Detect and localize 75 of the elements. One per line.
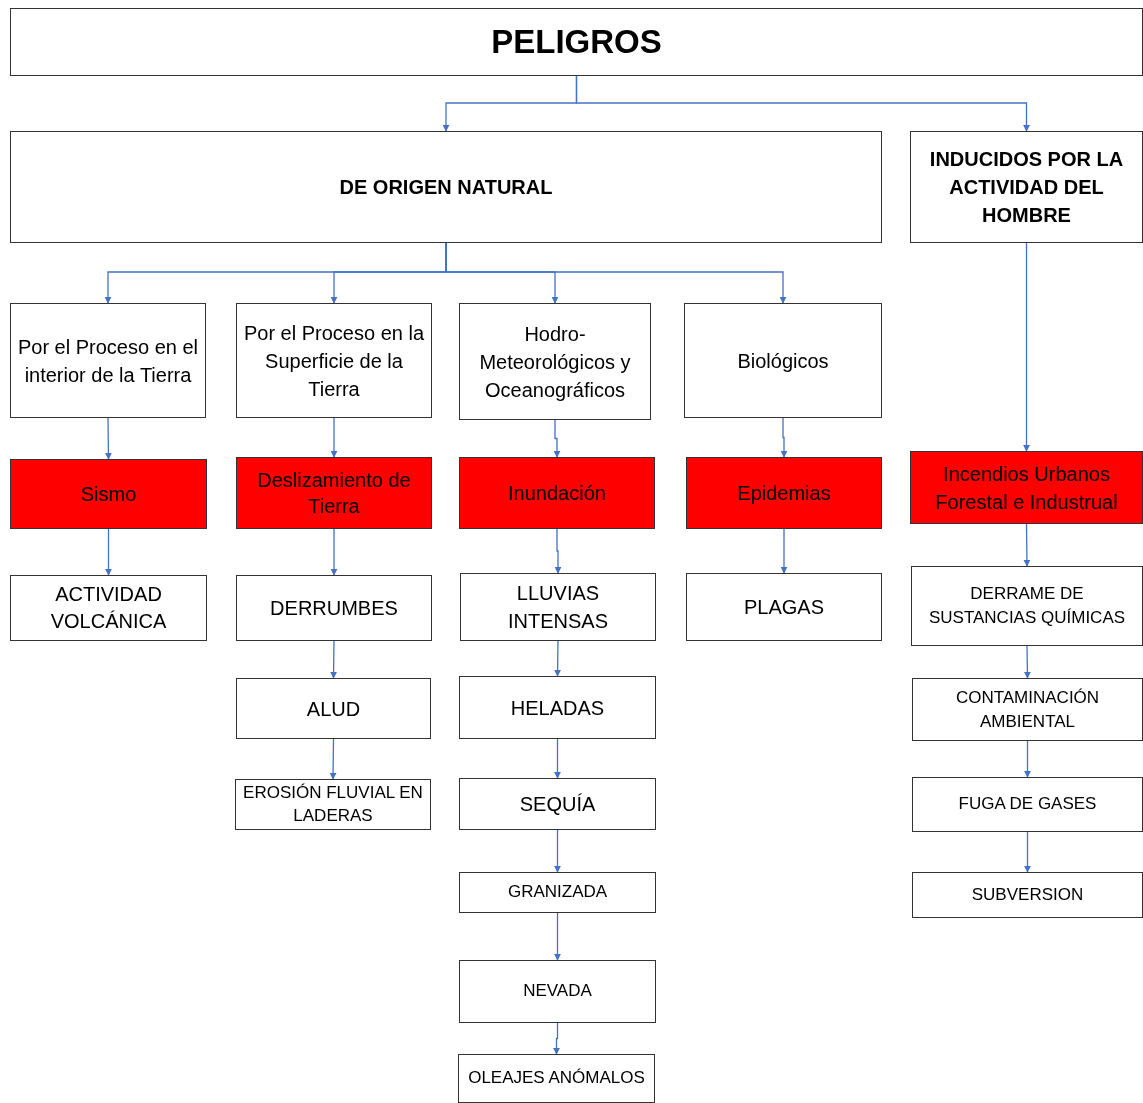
arrow bbox=[330, 417, 338, 458]
arrow bbox=[1023, 523, 1031, 567]
highlighted-box bbox=[910, 451, 1143, 524]
box-label: HELADAS bbox=[510, 695, 605, 721]
box-label: LLUVIAS INTENSAS bbox=[507, 581, 609, 634]
process-box bbox=[912, 678, 1143, 741]
box-label: ACTIVIDAD VOLCÁNICA bbox=[49, 582, 168, 634]
arrow bbox=[1024, 740, 1031, 778]
arrow bbox=[1024, 831, 1031, 873]
process-box bbox=[459, 960, 656, 1023]
process-box bbox=[458, 1054, 655, 1103]
process-box bbox=[686, 573, 882, 641]
process-box bbox=[459, 303, 651, 420]
box-label: DERRAME DE SUSTANCIAS QUÍMICAS bbox=[927, 583, 1127, 629]
arrow bbox=[553, 419, 561, 458]
process-box bbox=[910, 131, 1143, 243]
box-label: PLAGAS bbox=[743, 595, 824, 620]
box-label: Epidemias bbox=[737, 481, 831, 506]
box-label: DERRUMBES bbox=[270, 596, 398, 621]
arrow bbox=[554, 640, 562, 677]
process-box bbox=[236, 303, 432, 418]
arrow bbox=[575, 75, 1030, 132]
box-label: SUBVERSION bbox=[971, 883, 1084, 906]
process-box bbox=[236, 575, 432, 641]
process-box bbox=[10, 8, 1143, 76]
arrow bbox=[554, 528, 562, 574]
arrow bbox=[554, 829, 561, 873]
box-label: Sismo bbox=[80, 482, 137, 507]
arrow bbox=[330, 528, 338, 576]
process-box bbox=[459, 872, 656, 913]
arrow bbox=[780, 528, 788, 574]
box-label: EROSIÓN FLUVIAL EN LADERAS bbox=[242, 781, 424, 827]
box-label: OLEAJES ANÓMALOS bbox=[468, 1067, 645, 1090]
process-box bbox=[10, 131, 882, 243]
process-box bbox=[459, 778, 656, 830]
arrow bbox=[1023, 645, 1031, 679]
process-box bbox=[10, 303, 206, 418]
arrow bbox=[553, 1022, 560, 1055]
box-label: SEQUÍA bbox=[519, 792, 596, 817]
box-label: INDUCIDOS POR LA ACTIVIDAD DEL HOMBRE bbox=[928, 147, 1125, 228]
box-label: NEVADA bbox=[523, 980, 592, 1003]
box-label: CONTAMINACIÓN AMBIENTAL bbox=[954, 686, 1101, 733]
process-box bbox=[911, 566, 1143, 646]
arrow bbox=[329, 738, 337, 780]
arrow bbox=[554, 912, 561, 961]
box-label: PELIGROS bbox=[491, 22, 662, 62]
box-label: GRANIZADA bbox=[507, 881, 608, 904]
arrow bbox=[554, 738, 561, 779]
box-label: Por el Proceso en la Superficie de la Tierra bbox=[242, 320, 426, 402]
highlighted-box bbox=[459, 457, 655, 529]
arrow bbox=[1023, 242, 1030, 452]
process-box bbox=[10, 575, 207, 641]
arrow bbox=[330, 640, 338, 679]
box-label: Deslizamiento de Tierra bbox=[256, 468, 412, 519]
box-label: Hodro-Meteorológicos y Oceanográficos bbox=[478, 321, 632, 403]
arrow bbox=[105, 528, 112, 576]
highlighted-box bbox=[236, 457, 432, 529]
highlighted-box bbox=[686, 457, 882, 529]
box-label: Biológicos bbox=[737, 348, 829, 374]
process-box bbox=[460, 573, 656, 641]
process-box bbox=[236, 678, 431, 739]
highlighted-box bbox=[10, 459, 207, 529]
process-box bbox=[235, 779, 431, 830]
process-box bbox=[684, 303, 882, 418]
box-label: Incendios Urbanos Forestal e Industrual bbox=[934, 461, 1119, 515]
box-label: ALUD bbox=[306, 696, 361, 722]
box-label: Inundación bbox=[508, 481, 606, 506]
box-label: DE ORIGEN NATURAL bbox=[339, 175, 553, 199]
process-box bbox=[912, 872, 1143, 918]
process-box bbox=[459, 676, 656, 739]
arrow bbox=[780, 417, 788, 458]
process-box bbox=[912, 777, 1143, 832]
box-label: Por el Proceso en el interior de la Tierra bbox=[16, 334, 200, 388]
box-label: FUGA DE GASES bbox=[958, 793, 1097, 816]
arrow bbox=[104, 417, 112, 460]
